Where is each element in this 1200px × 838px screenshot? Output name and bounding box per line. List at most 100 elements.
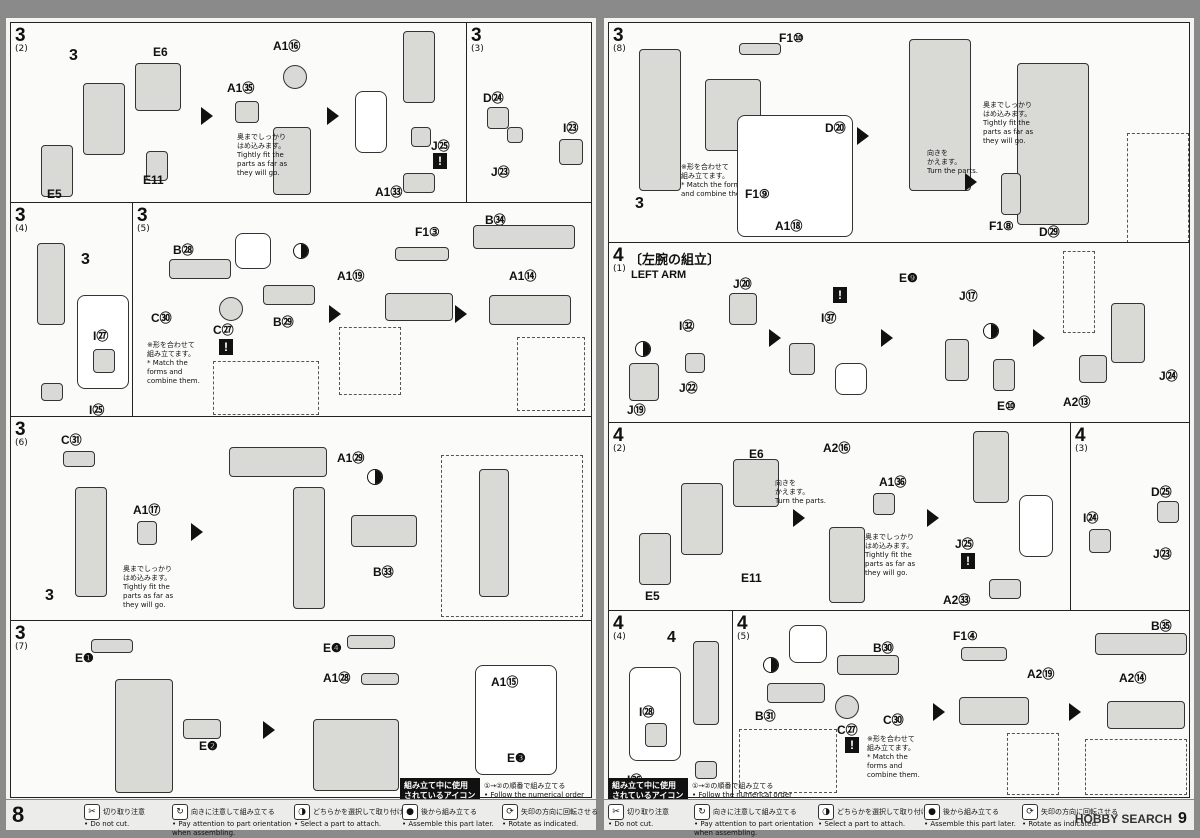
footer-text: どちらかを選択して取り付ける • Select a part to attach… [294,808,411,828]
part-label: J⑲ [627,403,646,417]
fit-note: 奥までしっかり はめ込みます。 Tightly fit the parts as… [983,101,1034,145]
step-number: 3(5) [137,205,150,234]
rotate-icon: ⟳ [1022,804,1038,820]
footer-text: 向きに注意して組み立てる • Pay attention to part ori… [694,808,814,837]
step-3-2-panel: 3(2) 3 E6 E5 E11 A1⑯ A1㉟ 奥までしっかり はめ込みます。… [10,22,468,204]
assemble-later-icon [367,469,383,485]
small-part [411,127,431,147]
part-label: I㊲ [821,311,837,325]
arm-part [693,641,719,725]
substep-number: 3 [635,195,644,212]
part-label: C㉚ [883,713,904,727]
footer-text: 切り取り注意 • Do not cut. [608,808,669,828]
base-part [989,579,1021,599]
base-part [403,173,435,193]
footer-item: ✂切り取り注意 • Do not cut. [84,804,145,829]
next-step-arrow [881,329,893,347]
match-note: ※形を合わせて 組み立てます。 * Match the forms and co… [147,341,200,385]
part-label: B㉚ [873,641,894,655]
step-number: 4(5) [737,613,750,642]
detail-callout [235,233,271,269]
arm-part [1107,701,1185,729]
arm-part [37,243,65,325]
arm-assembly-part [639,49,681,191]
detail-callout [789,625,827,663]
footer-item: ↻向きに注意して組み立てる • Pay attention to part or… [172,804,291,838]
fin-part [91,639,133,653]
part-label: D㉔ [483,91,504,105]
hand-part [93,349,115,373]
attention-icon: ! [961,553,975,569]
fit-note: 奥までしっかり はめ込みます。 Tightly fit the parts as… [237,133,288,177]
part-label: F1④ [953,629,978,643]
part-label: J㉓ [491,165,510,179]
scissors-icon: ✂ [608,804,624,820]
part-label: D⑳ [825,121,846,135]
assemble-later-icon [293,243,309,259]
side-armor-part [639,533,671,585]
wing-part [473,225,575,249]
small-part [559,139,583,165]
ring-part [219,297,243,321]
part-label: F1③ [415,225,440,239]
joint-part [283,65,307,89]
next-step-arrow [793,509,805,527]
part-label: A1⑱ [775,219,803,233]
part-label: I㉗ [93,329,109,343]
next-step-arrow [857,127,869,145]
part-label: C㉗ [837,723,858,737]
fin-part [961,647,1007,661]
turn-note: 向きを かえます。 Turn the parts. [927,149,979,175]
legend-order: ①→②の順番で組み立てる • Follow the numerical orde… [692,782,793,799]
part-label: A1⑭ [509,269,537,283]
step-number: 3(4) [15,205,28,234]
torso-assembly-part [313,719,399,791]
arm-assembly-part [1017,63,1089,225]
detail-view [441,455,583,617]
step-4-3-panel: 4(3) D㉕ I㉔ J㉓ [1070,422,1190,612]
footer-text: 矢印の方向に回転させる • Rotate as indicated. [1022,808,1118,828]
part-label: J㉔ [1159,369,1178,383]
substep-number: 3 [69,47,78,64]
next-step-arrow [933,703,945,721]
option-callout [77,295,129,389]
torso-part [681,483,723,555]
footer-text: 向きに注意して組み立てる • Pay attention to part ori… [172,808,292,837]
assemble-later-icon [983,323,999,339]
orientation-icon: ↻ [172,804,188,820]
part-label: A1㉝ [375,185,403,199]
step-4-2-panel: 4(2) E6 E5 E11 向きを かえます。 Turn the parts.… [608,422,1072,612]
step-number: 3(8) [613,25,626,54]
footer-item: ●後から組み立てる • Assemble this part later. [924,804,1016,829]
part-label: A1⑯ [273,39,301,53]
step-3-8-panel: 3(8) 3 F1⑩ ※形を合わせて 組み立てます。 * Match the f… [608,22,1190,244]
chest-armor-part [135,63,181,111]
step-number: 3(7) [15,623,28,652]
next-step-arrow [927,509,939,527]
part-label: C㉚ [151,311,172,325]
torso-part [273,127,311,195]
cap-part [235,101,259,123]
turn-note: 向きを かえます。 Turn the parts. [775,479,827,505]
substep-number: 3 [45,587,54,604]
section-title: 〔左腕の組立〕 [629,253,721,268]
frame-part [767,683,825,703]
watermark: HOBBY SEARCH [1074,812,1172,826]
joint-part [685,353,705,373]
match-note: ※形を合わせて 組み立てます。 * Match the forms and co… [867,735,920,779]
part-label: A2㉝ [943,593,971,607]
rotate-icon: ⟳ [502,804,518,820]
step-number: 4(4) [613,613,626,642]
part-label: B㉟ [1151,619,1172,633]
detail-callout [737,115,853,237]
page-number: 9 [1178,810,1187,827]
fit-note: 奥までしっかり はめ込みます。 Tightly fit the parts as… [865,533,916,577]
detail-view [1063,251,1095,333]
small-part [695,761,717,779]
footer-item: ↻向きに注意して組み立てる • Pay attention to part or… [694,804,813,838]
next-step-arrow [201,107,213,125]
part-label: J㉕ [955,537,974,551]
fin-part [739,43,781,55]
part-label: A1⑰ [133,503,161,517]
part-label: E❷ [199,739,218,753]
